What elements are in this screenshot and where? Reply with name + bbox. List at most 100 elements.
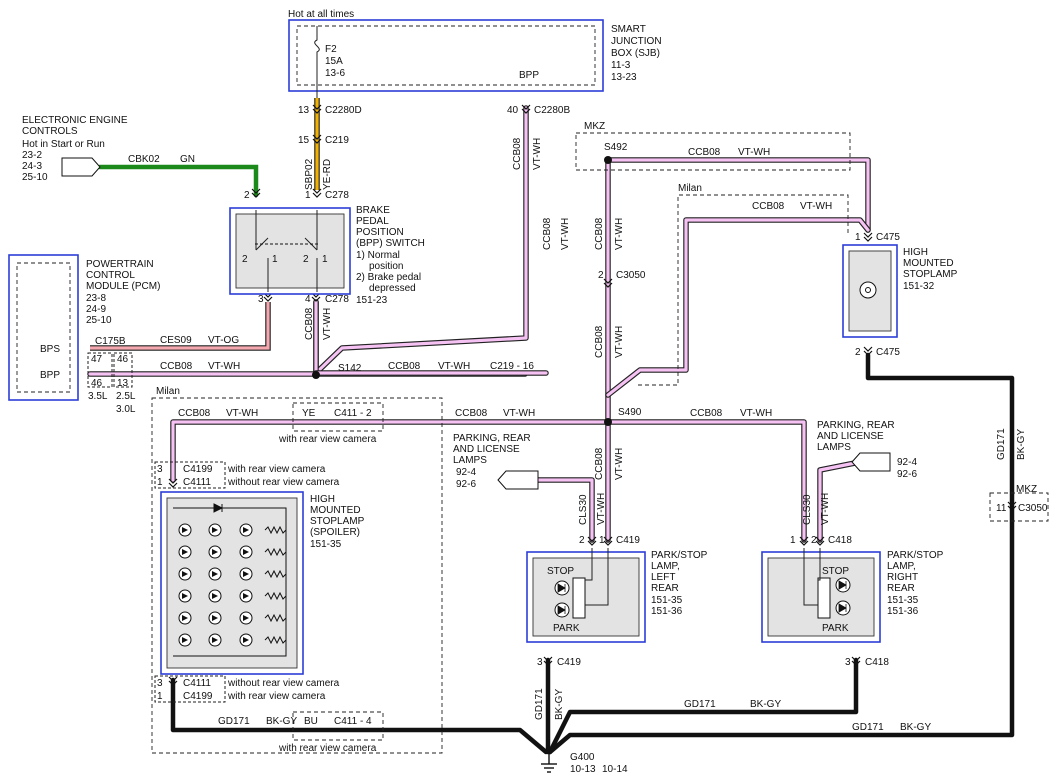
milan-label: Milan [678, 183, 702, 194]
svg-text:MOUNTED: MOUNTED [903, 258, 954, 269]
svg-text:position: position [369, 261, 403, 272]
svg-text:REAR: REAR [651, 583, 679, 594]
hot-at-all-times-label: Hot at all times [288, 9, 354, 20]
svg-text:1: 1 [322, 254, 328, 265]
connector-c418-bot: C418 [865, 657, 889, 668]
pin-13: 13 [298, 105, 310, 116]
wire-label-vt-wh-bpp: VT-WH [322, 308, 333, 340]
wire-label-ccb08-s490: CCB08 [594, 325, 605, 358]
svg-text:10-14: 10-14 [602, 764, 628, 775]
svg-text:151-36: 151-36 [887, 606, 919, 617]
wire-label-vt-wh-left: VT-WH [226, 408, 258, 419]
wire-label-ye-rd: YE-RD [322, 159, 333, 190]
milan-label-left: Milan [156, 386, 180, 397]
svg-text:JUNCTION: JUNCTION [611, 36, 662, 47]
eec-connector-tag [61, 157, 101, 177]
svg-text:C4199: C4199 [183, 464, 213, 475]
wire-label-vt-wh-s492: VT-WH [614, 218, 625, 250]
svg-text:with rear view camera: with rear view camera [278, 743, 377, 754]
wire-label-ccb08-center: CCB08 [455, 408, 488, 419]
svg-text:YE: YE [302, 408, 316, 419]
svg-text:depressed: depressed [369, 283, 416, 294]
svg-text:92-4: 92-4 [897, 457, 917, 468]
wire-label-bk-gy-center: BK-GY [554, 689, 565, 720]
wire-label-ces09: CES09 [160, 335, 192, 346]
svg-text:without rear view camera: without rear view camera [227, 678, 340, 689]
pcm-block: POWERTRAIN CONTROL MODULE (PCM) 23-8 24-… [8, 254, 160, 415]
wire-label-vt-wh-center: VT-WH [503, 408, 535, 419]
svg-text:C4111: C4111 [183, 678, 211, 689]
mkz-c3050-connector: MKZ 11 C3050 [989, 484, 1049, 522]
svg-text:3.0L: 3.0L [116, 404, 136, 415]
sjb-box [288, 19, 604, 92]
wire-label-ccb08-s142: CCB08 [388, 361, 421, 372]
wire-label-vt-wh-sjb: VT-WH [532, 138, 543, 170]
svg-text:PARK/STOP: PARK/STOP [651, 550, 708, 561]
led-diode-symbol [212, 637, 218, 643]
connector-c475-bot: C475 [876, 347, 900, 358]
svg-text:C3050: C3050 [1018, 503, 1048, 514]
resistor-icon [264, 591, 287, 601]
wire-label-ccb08-sjb2: CCB08 [542, 217, 553, 250]
wire-label-cls30-right: CLS30 [802, 494, 813, 525]
splice-label-s142: S142 [338, 363, 362, 374]
led-diode-symbol [243, 527, 249, 533]
resistor-icon [264, 613, 287, 623]
svg-text:CONTROL: CONTROL [86, 270, 135, 281]
led-diode-symbol [212, 571, 218, 577]
svg-text:PARK: PARK [553, 623, 580, 634]
wire-label-ccb08-right: CCB08 [690, 408, 723, 419]
wire-label-bk-gy-mid: BK-GY [750, 699, 781, 710]
svg-text:without rear view camera: without rear view camera [227, 477, 340, 488]
svg-text:C411 - 2: C411 - 2 [334, 408, 372, 419]
led-diode-symbol [182, 637, 188, 643]
svg-text:46: 46 [91, 378, 103, 389]
svg-text:23-2: 23-2 [22, 150, 42, 161]
connector-c278-top: C278 [325, 190, 349, 201]
wire-label-cls30-left: CLS30 [578, 494, 589, 525]
connector-c418: C418 [828, 535, 852, 546]
svg-text:92-6: 92-6 [897, 469, 917, 480]
svg-text:47: 47 [91, 354, 103, 365]
svg-text:C4199: C4199 [183, 691, 213, 702]
svg-text:PARK: PARK [822, 623, 849, 634]
pin-15: 15 [298, 135, 310, 146]
svg-text:REAR: REAR [887, 583, 915, 594]
wire-label-gd171-center: GD171 [534, 688, 545, 720]
wire-label-gd171-left: GD171 [218, 716, 250, 727]
connector-c219-16: C219 - 16 [490, 361, 534, 372]
splice-s492 [604, 156, 612, 164]
svg-text:92-4: 92-4 [456, 467, 476, 478]
wire-ces09-vt-og [90, 302, 271, 351]
led-diode-symbol [182, 593, 188, 599]
connector-c175b: C175B [95, 336, 126, 347]
svg-text:151-35: 151-35 [651, 595, 683, 606]
wire-label-vt-wh-pcm: VT-WH [208, 361, 240, 372]
svg-text:151-36: 151-36 [651, 606, 683, 617]
splice-label-s492: S492 [604, 142, 628, 153]
fuse-rating: 15A [325, 56, 343, 67]
svg-text:3: 3 [157, 678, 163, 689]
wire-bk-gy-ground [170, 352, 1015, 755]
pin-3-right: 3 [845, 657, 851, 668]
svg-text:1: 1 [599, 535, 605, 546]
svg-text:11-3: 11-3 [611, 60, 631, 71]
resistor-icon [264, 547, 287, 557]
svg-text:STOPLAMP: STOPLAMP [310, 516, 365, 527]
bpp-switch-title: BRAKE PEDAL POSITION (BPP) SWITCH 1) Nor… [356, 205, 425, 306]
park-stop-lamp-right: STOP PARK 1 2 PARK/STOP LAMP, RIGHT REAR… [761, 535, 944, 643]
svg-text:LAMP,: LAMP, [887, 561, 916, 572]
milan-region [638, 194, 849, 386]
fuse-label: F2 [325, 44, 337, 55]
svg-text:(SPOILER): (SPOILER) [310, 527, 360, 538]
parking-lamps-left: PARKING, REAR AND LICENSE LAMPS 92-4 92-… [453, 433, 539, 490]
splice-s490 [604, 418, 612, 426]
wire-label-gd171-low: GD171 [852, 722, 884, 733]
wire-label-bk-gy-right: BK-GY [1016, 429, 1027, 460]
led-diode-symbol [182, 571, 188, 577]
sjb-title: SMART JUNCTION BOX (SJB) 11-3 13-23 [611, 24, 662, 83]
led-array [173, 503, 287, 657]
led-diode-symbol [243, 593, 249, 599]
svg-text:1: 1 [157, 691, 163, 702]
pin-c3050: 2 [598, 270, 604, 281]
